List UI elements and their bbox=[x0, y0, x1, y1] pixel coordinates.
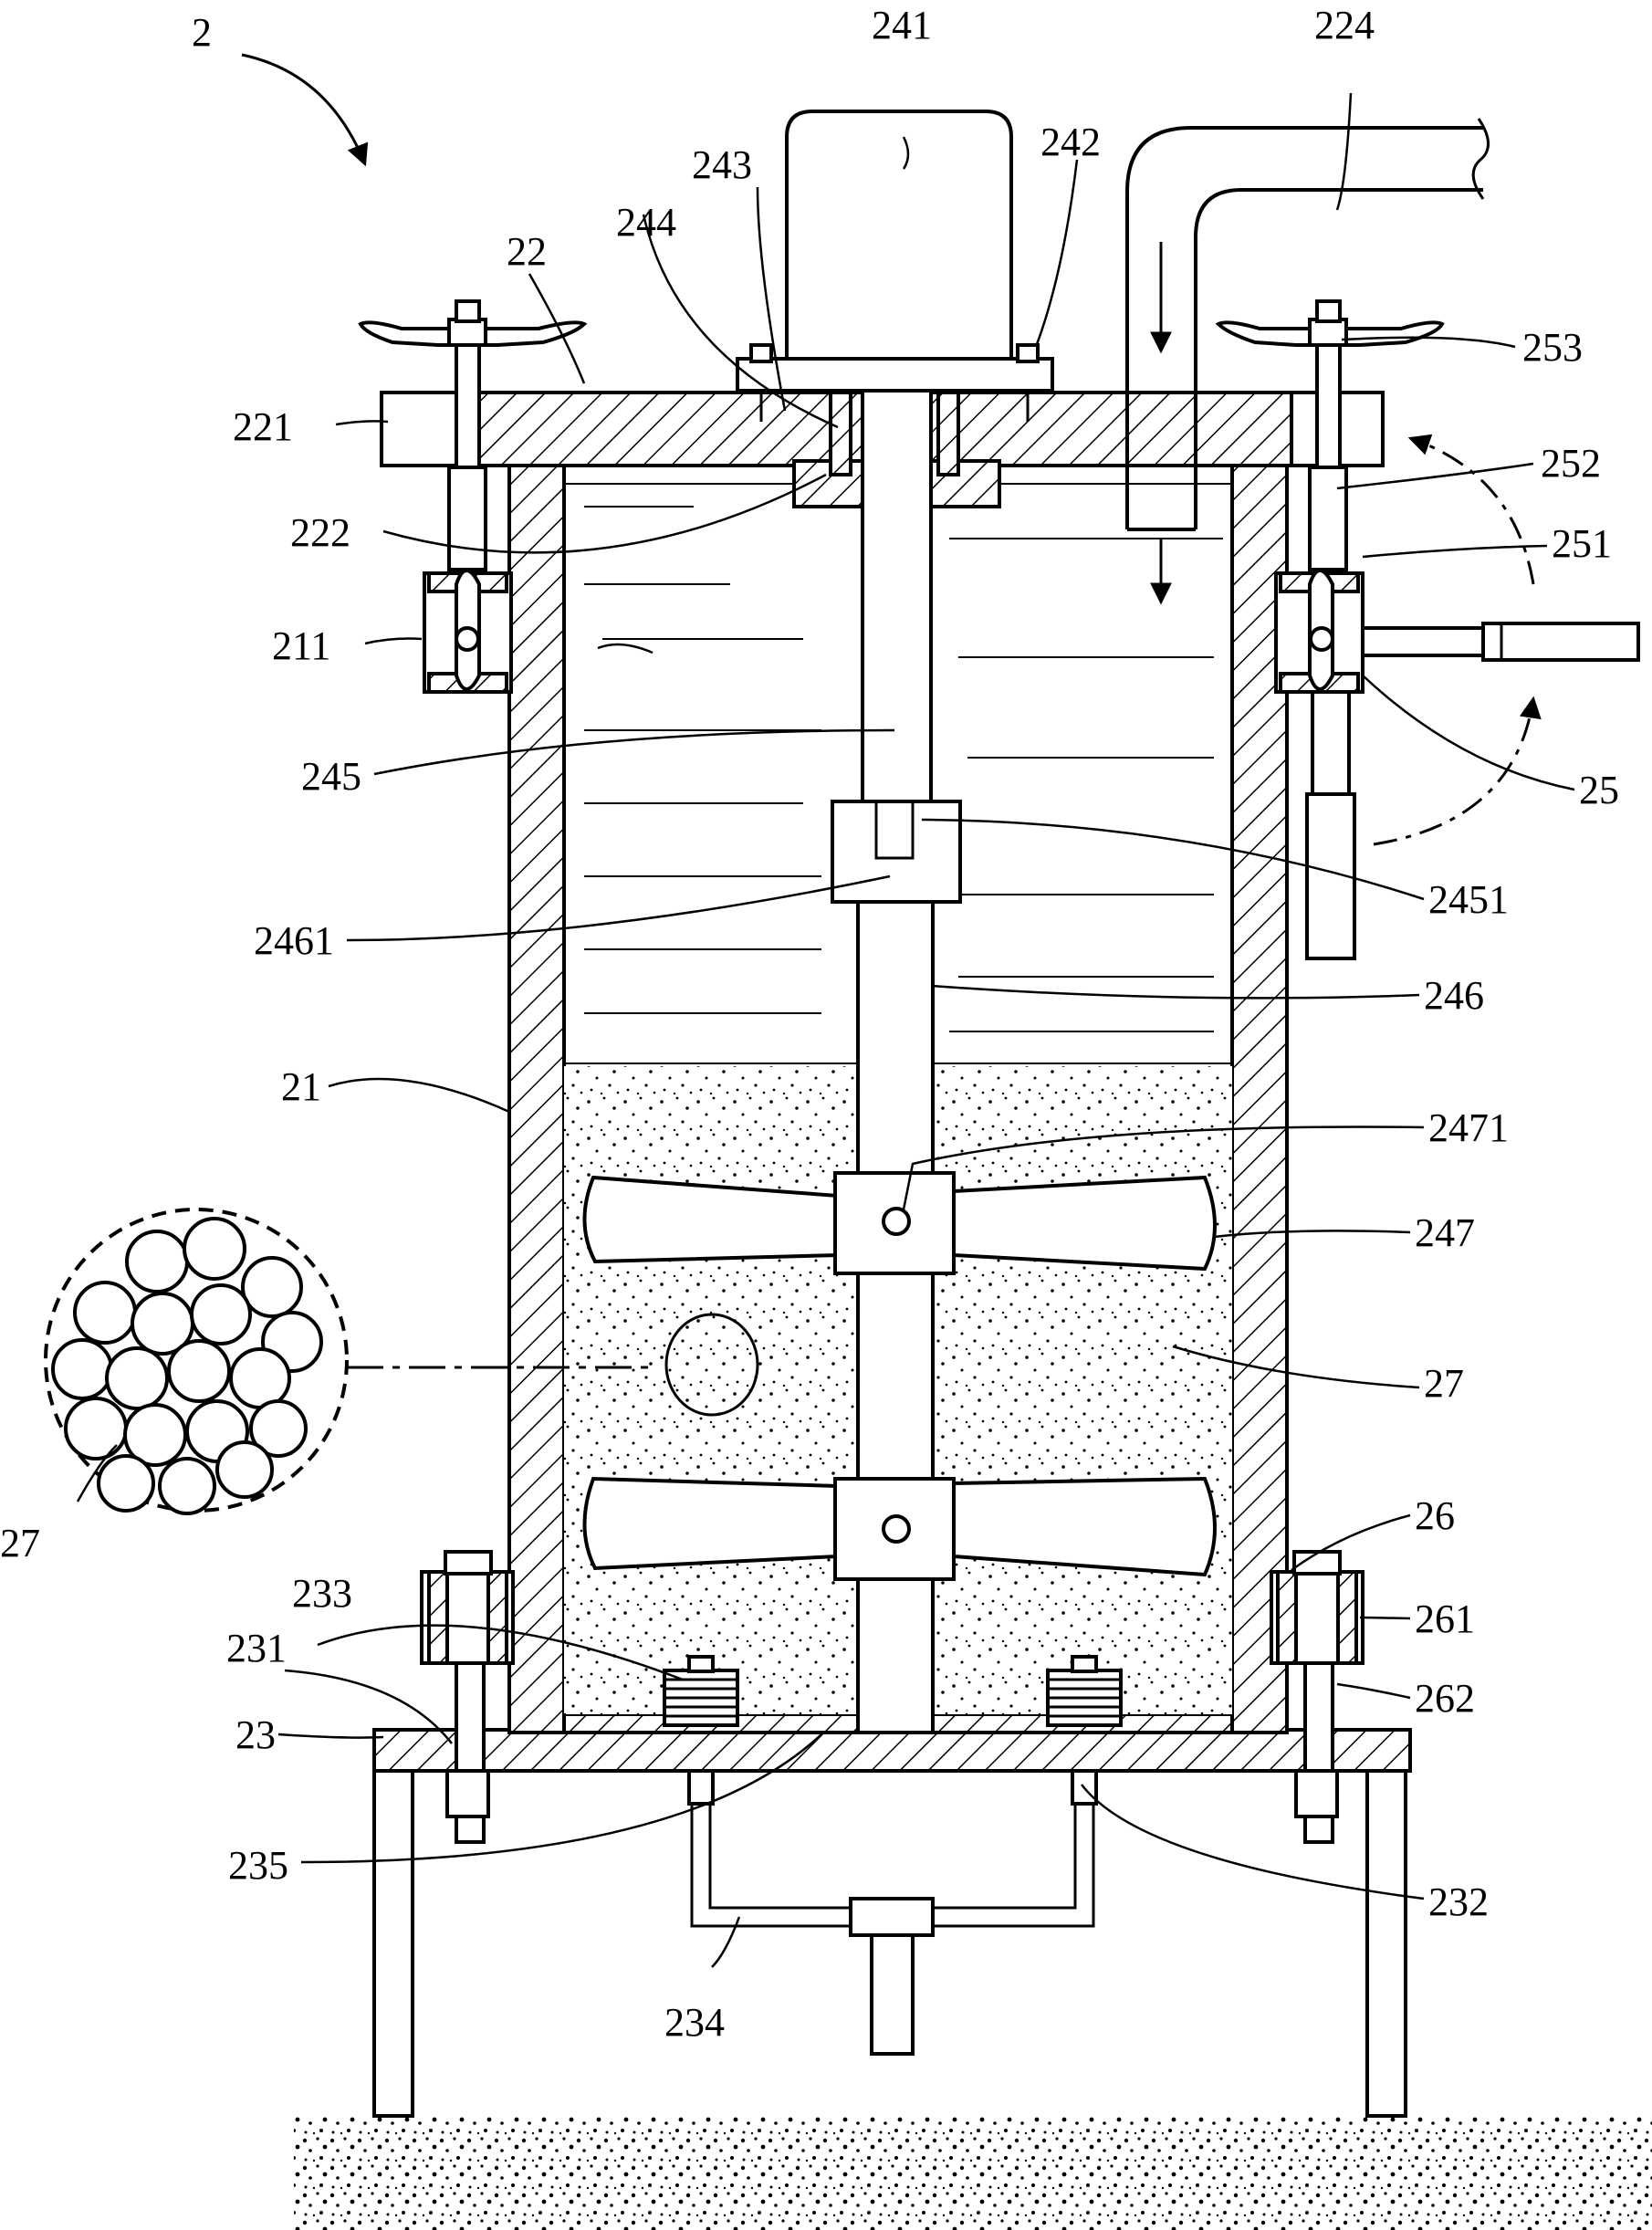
label-244: 244 bbox=[616, 200, 676, 245]
upper-impeller-pin bbox=[882, 1207, 911, 1236]
upper-impeller-left-blade bbox=[582, 1175, 840, 1264]
coupling-slot bbox=[874, 801, 915, 860]
swing-bolt-vertical bbox=[1305, 690, 1356, 960]
mount-bolt-right bbox=[1016, 343, 1040, 363]
label-27-vessel: 27 bbox=[1424, 1361, 1464, 1406]
label-241: 241 bbox=[872, 3, 932, 47]
lower-shaft bbox=[856, 900, 935, 1734]
label-26: 26 bbox=[1415, 1493, 1455, 1538]
inlet-break bbox=[1471, 118, 1490, 200]
lower-impeller-pin bbox=[882, 1514, 911, 1544]
label-261: 261 bbox=[1415, 1597, 1475, 1641]
upper-impeller-right-blade bbox=[952, 1175, 1217, 1272]
label-27-detail: 27 bbox=[0, 1521, 40, 1565]
lower-impeller-left-blade bbox=[582, 1476, 840, 1571]
right-clamp-bracket bbox=[1274, 569, 1364, 694]
left-clamp-bracket bbox=[423, 569, 513, 694]
outlet-tee bbox=[849, 1897, 935, 1937]
mount-bolt-left bbox=[749, 343, 773, 363]
label-242: 242 bbox=[1040, 120, 1101, 164]
particle-magnified-detail bbox=[44, 1208, 349, 1515]
callout-labels: 2 241 224 243 242 244 22 253 221 252 222… bbox=[0, 3, 1619, 2045]
label-224: 224 bbox=[1314, 3, 1375, 47]
lower-impeller-hub bbox=[833, 1477, 956, 1581]
detail-callout-circle bbox=[664, 1313, 759, 1417]
filter-left bbox=[663, 1655, 739, 1806]
base-plate bbox=[372, 1728, 1412, 1773]
right-bottom-clamp bbox=[1270, 1550, 1364, 1844]
label-245: 245 bbox=[301, 754, 361, 799]
label-21: 21 bbox=[281, 1064, 321, 1109]
label-262: 262 bbox=[1415, 1676, 1475, 1721]
lower-impeller-right-blade bbox=[952, 1476, 1217, 1577]
coupling bbox=[831, 800, 962, 904]
outlet-drain bbox=[870, 1933, 915, 2056]
upper-shaft bbox=[861, 389, 933, 803]
swing-motion-arrow-lower bbox=[1373, 696, 1542, 846]
figure-ref-label: 2 bbox=[192, 10, 212, 55]
label-211: 211 bbox=[272, 623, 330, 668]
label-253: 253 bbox=[1522, 325, 1583, 370]
figure-ref-arrow bbox=[241, 53, 369, 167]
swing-bolt-horizontal bbox=[1361, 622, 1640, 662]
leader-lines bbox=[76, 92, 1575, 1968]
label-246: 246 bbox=[1424, 973, 1484, 1018]
label-221: 221 bbox=[233, 404, 293, 449]
label-2471: 2471 bbox=[1428, 1105, 1509, 1150]
seal-right bbox=[936, 391, 960, 476]
label-235: 235 bbox=[228, 1843, 288, 1888]
right-wing-nut bbox=[1215, 299, 1445, 571]
left-bottom-clamp bbox=[420, 1550, 515, 1844]
label-243: 243 bbox=[692, 142, 752, 187]
right-leg bbox=[1365, 1737, 1407, 2118]
label-23: 23 bbox=[235, 1712, 276, 1757]
label-232: 232 bbox=[1428, 1879, 1489, 1924]
label-2461: 2461 bbox=[254, 918, 334, 963]
label-22: 22 bbox=[507, 229, 547, 274]
label-252: 252 bbox=[1541, 441, 1601, 486]
ground bbox=[294, 2116, 1652, 2230]
left-leg bbox=[372, 1737, 414, 2118]
seal-left bbox=[829, 391, 852, 476]
motor-mount-plate bbox=[736, 357, 1054, 393]
motor bbox=[785, 110, 1013, 361]
label-234: 234 bbox=[664, 2000, 725, 2045]
inlet-pipe bbox=[1125, 126, 1483, 529]
label-25: 25 bbox=[1579, 768, 1619, 812]
label-251: 251 bbox=[1552, 521, 1612, 566]
filter-right bbox=[1046, 1655, 1123, 1806]
vessel-left-wall bbox=[507, 462, 566, 1734]
label-233: 233 bbox=[292, 1571, 352, 1616]
label-222: 222 bbox=[290, 510, 350, 555]
label-247: 247 bbox=[1415, 1210, 1475, 1255]
label-231: 231 bbox=[226, 1626, 287, 1670]
swing-motion-arrow-upper bbox=[1407, 434, 1535, 585]
label-2451: 2451 bbox=[1428, 877, 1509, 922]
left-wing-nut bbox=[358, 299, 588, 571]
